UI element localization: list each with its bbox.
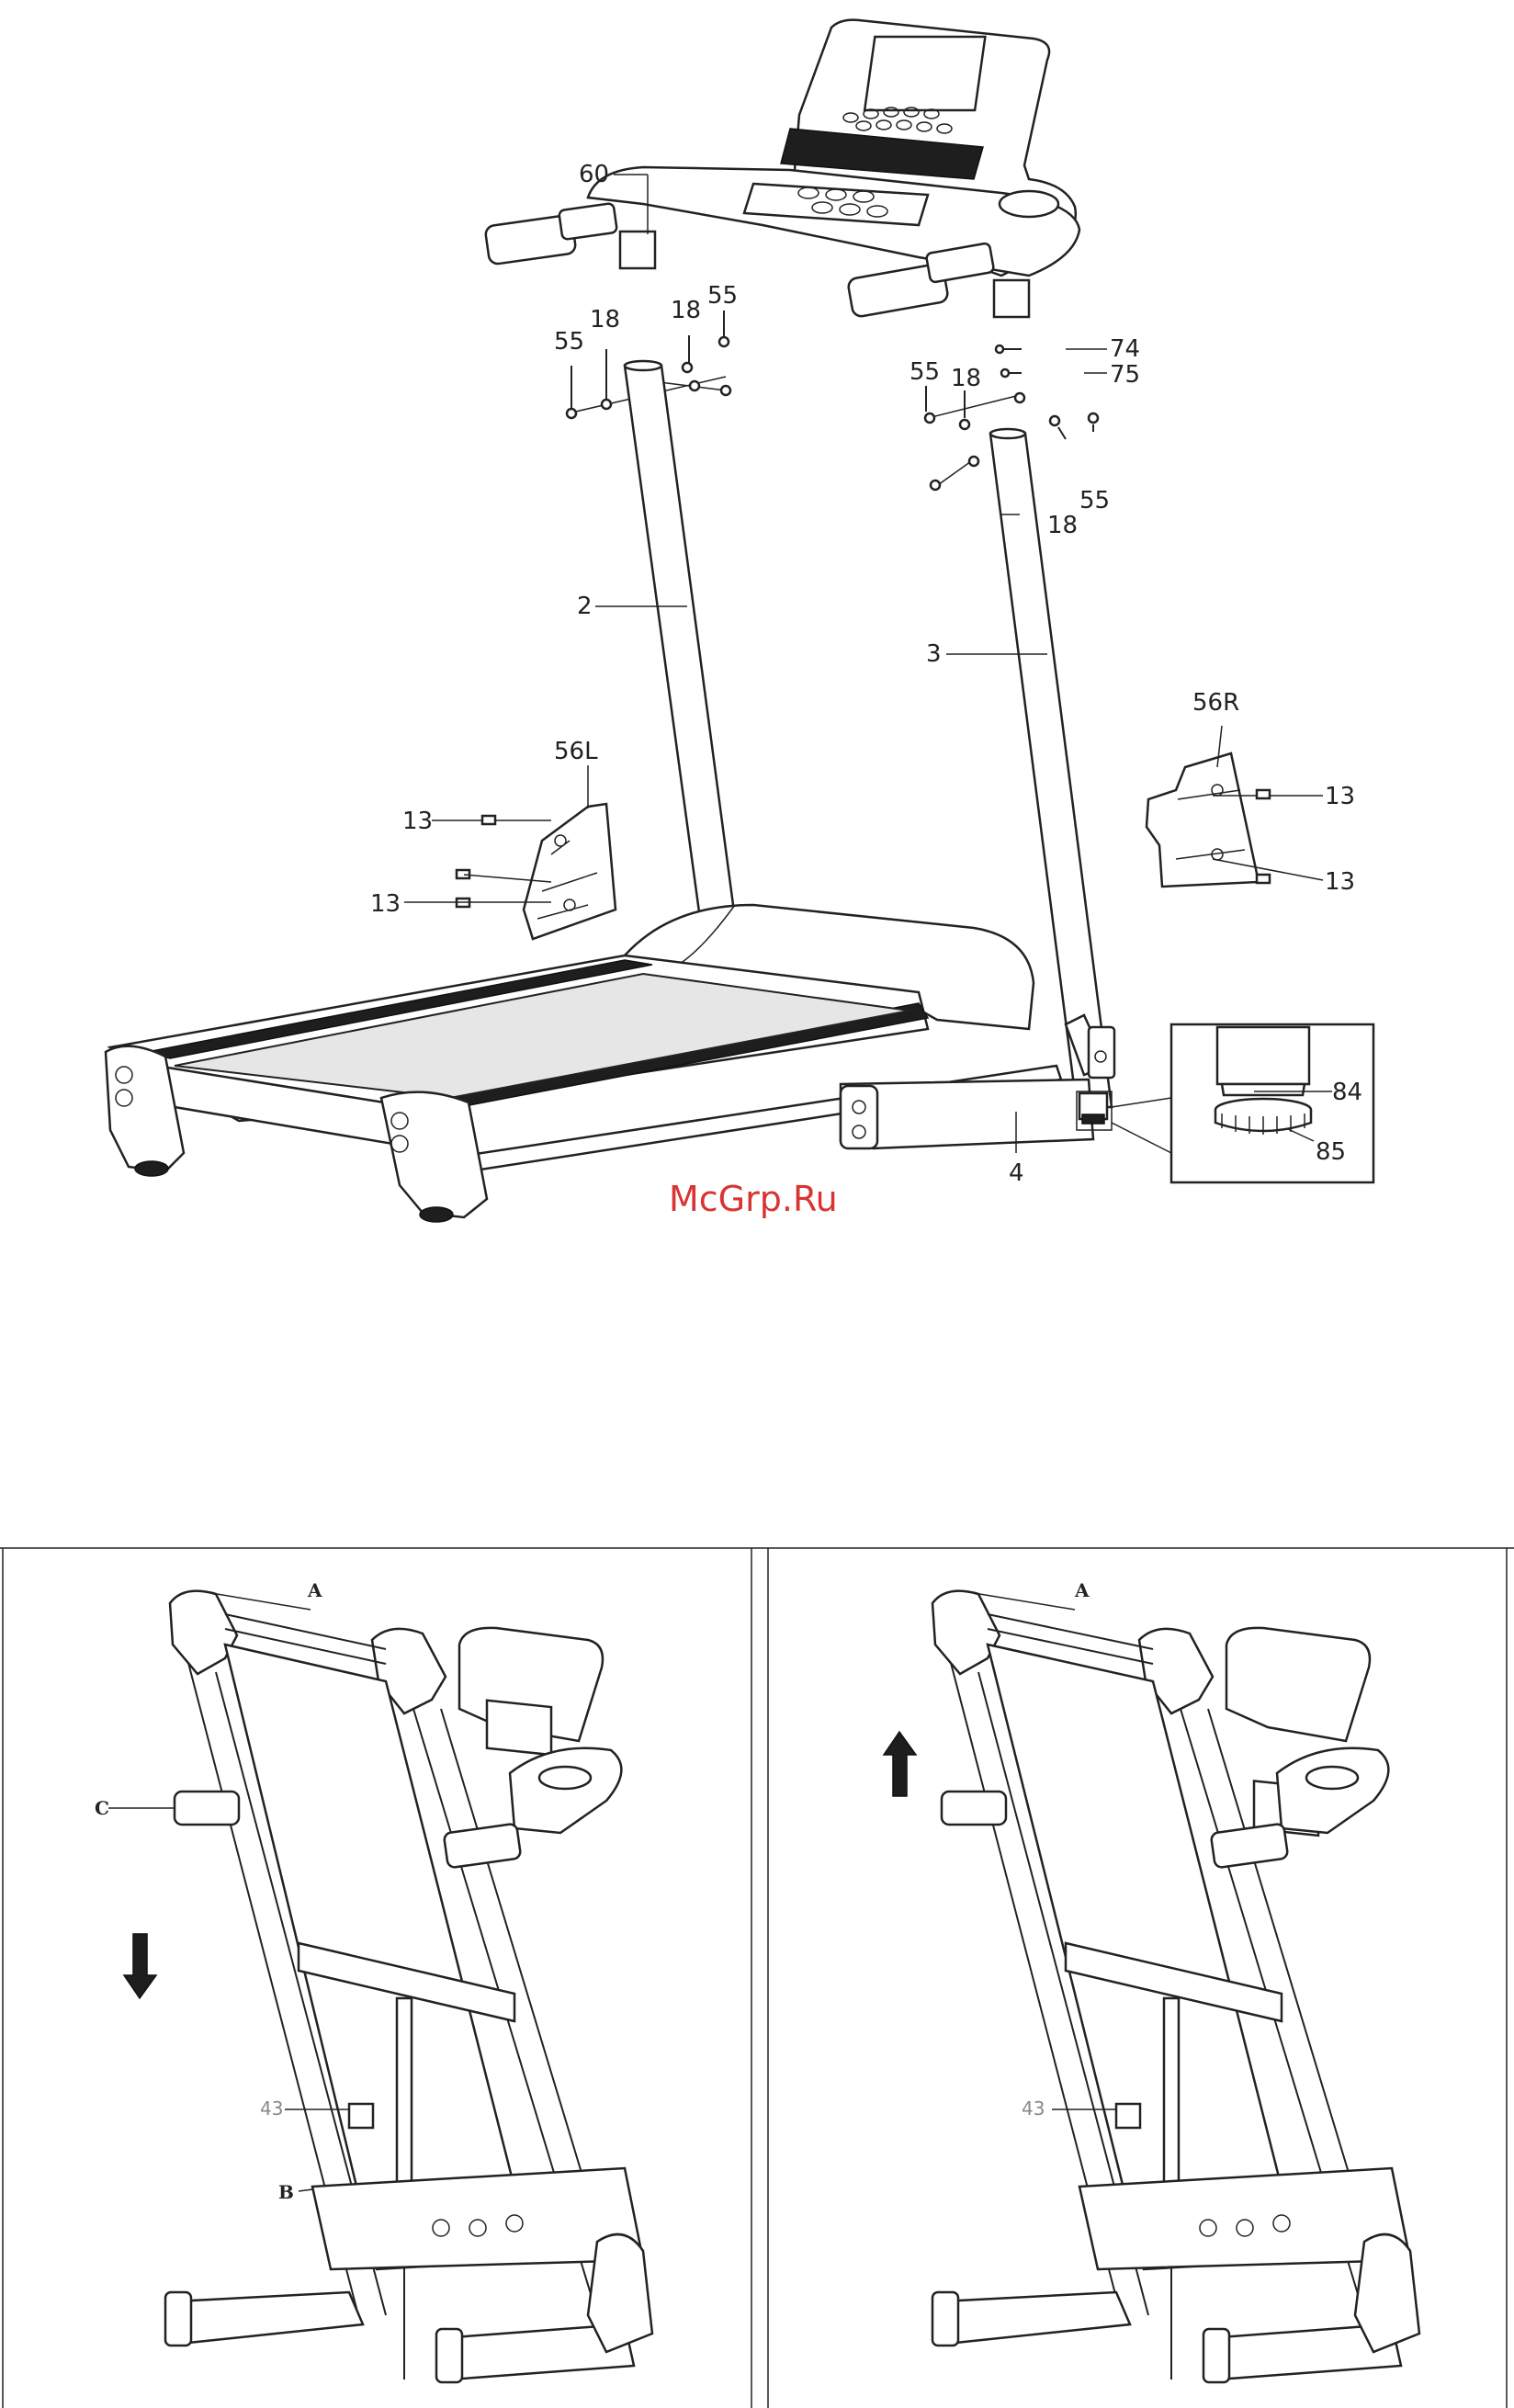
treadmill-exploded-diagram: 60 55 18 18 55 74 75 55 18 18 55 2 3 56R…	[106, 20, 1373, 1222]
roller-cap-left-2	[932, 1591, 1000, 1674]
label-55c: 55	[910, 358, 940, 386]
label-A-left: A	[307, 1579, 322, 1601]
base-bracket	[312, 2168, 643, 2269]
left-upright-bracket	[620, 232, 655, 268]
console-display	[864, 37, 985, 110]
watermark: McGrp.Ru	[669, 1179, 838, 1219]
down-arrow	[124, 1934, 156, 1998]
folded-treadmill-left: A C 43 B	[95, 1579, 652, 2382]
label-55a: 55	[554, 328, 584, 356]
left-upright-tube	[625, 366, 735, 919]
console-assembly	[485, 20, 1079, 318]
label-55b: 55	[707, 282, 738, 310]
label-18d: 18	[1047, 512, 1078, 539]
left-base-leg-2	[942, 2292, 1130, 2343]
label-4: 4	[1009, 1159, 1024, 1187]
left-grip-C	[175, 1792, 239, 1825]
right-upright-bracket	[994, 280, 1029, 317]
label-13c: 13	[1325, 783, 1355, 810]
base-bracket-2	[1079, 2168, 1410, 2269]
label-B: B	[278, 2181, 294, 2203]
label-56R: 56R	[1192, 689, 1239, 717]
console-right-panel	[1226, 1628, 1370, 1741]
label-56L: 56L	[554, 738, 598, 765]
roller-cap-left	[170, 1591, 237, 1674]
label-3: 3	[926, 640, 942, 668]
label-75: 75	[1110, 361, 1140, 389]
cup-holder	[1000, 191, 1058, 217]
label-84: 84	[1332, 1079, 1362, 1106]
left-grip-right-panel	[942, 1792, 1006, 1825]
label-C: C	[95, 1797, 109, 1819]
label-55d: 55	[1079, 487, 1110, 514]
label-18a: 18	[590, 306, 620, 334]
label-60: 60	[579, 161, 609, 188]
left-base-leg	[175, 2292, 363, 2343]
console-handlebar-left	[510, 1748, 621, 1833]
label-2: 2	[577, 593, 593, 620]
label-18c: 18	[951, 365, 981, 392]
label-43-right: 43	[1022, 2097, 1045, 2120]
up-arrow	[884, 1732, 916, 1796]
label-13d: 13	[1325, 868, 1355, 896]
side-covers	[524, 753, 1259, 939]
label-13b: 13	[370, 890, 401, 918]
right-grip-left-panel	[444, 1824, 522, 1869]
label-13a: 13	[402, 808, 433, 835]
console-handlebar-right	[1277, 1748, 1388, 1833]
right-side-cover	[1147, 753, 1259, 887]
label-74: 74	[1110, 335, 1140, 363]
label-A-right: A	[1074, 1579, 1090, 1601]
folded-treadmill-right: A 43	[884, 1579, 1419, 2382]
treadmill-base	[106, 905, 1114, 1222]
label-43-left: 43	[260, 2097, 283, 2120]
label-85: 85	[1316, 1138, 1346, 1166]
front-right-end-cap	[381, 1092, 487, 1217]
label-18b: 18	[671, 297, 701, 324]
